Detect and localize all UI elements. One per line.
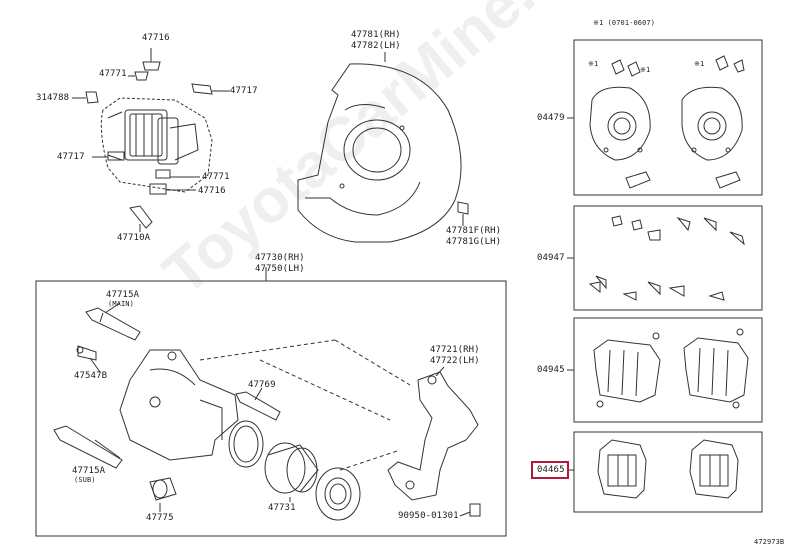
top-pad-assembly: [100, 97, 213, 193]
clip-47771-bottom: [155, 169, 200, 179]
label-kit-04945: 04945: [537, 365, 565, 375]
label-47710A: 47710A: [117, 233, 151, 243]
caliper-box: [35, 280, 507, 537]
label-47771-bottom: 47771: [202, 172, 230, 182]
kit-04945-parts: [593, 328, 749, 409]
label-47716-top: 47716: [142, 33, 170, 43]
pin-47769: [235, 391, 281, 421]
assembly-leader-lines: [199, 339, 411, 471]
note-x1-left: ※1: [588, 60, 599, 68]
label-shield-rh: 47781(RH): [351, 30, 401, 40]
label-47717-right: 47717: [230, 86, 258, 96]
bleeder-47547B: [76, 345, 97, 361]
label-kit-04947: 04947: [537, 253, 565, 263]
label-47547B: 47547B: [74, 371, 108, 381]
note-x1-mid: ※1: [640, 66, 651, 74]
label-47731: 47731: [268, 503, 296, 513]
label-caliper-rh: 47730(RH): [255, 253, 305, 263]
label-kit-04465[interactable]: 04465: [537, 465, 565, 475]
caliper-body: [119, 349, 239, 461]
kit-box-04479: [573, 39, 763, 196]
label-47775: 47775: [146, 513, 174, 523]
dust-shield: [297, 52, 469, 243]
label-47717-left: 47717: [57, 152, 85, 162]
label-sub-note: (SUB): [74, 476, 96, 484]
label-main-note: (MAIN): [108, 300, 134, 308]
piston-47731: [264, 442, 319, 494]
label-mount-rh: 47721(RH): [430, 345, 480, 355]
mounting-bracket: [387, 371, 481, 517]
note-x1-right: ※1: [694, 60, 705, 68]
kit-04465-parts: [597, 439, 739, 499]
label-47715A-main: 47715A: [106, 290, 140, 300]
guide-pin-sub: [53, 425, 123, 469]
caliper-leaders: [89, 302, 471, 517]
label-shield2-rh: 47781F(RH): [446, 226, 502, 236]
label-47716-bottom: 47716: [198, 186, 226, 196]
guide-pin-main: [85, 307, 141, 341]
label-shield-lh: 47782(LH): [351, 41, 401, 51]
clip-47717-left: [92, 151, 125, 161]
label-314788: 314788: [36, 93, 70, 103]
label-47771-top: 47771: [99, 69, 127, 79]
clip-47716-top: [142, 48, 161, 71]
kit-box-04465: [573, 431, 763, 513]
clip-314788: [72, 91, 99, 104]
clip-47771-top: [128, 71, 149, 81]
kit-04479-parts: [589, 55, 745, 189]
clip-47717-right: [191, 83, 230, 95]
highlight-04465[interactable]: [531, 461, 569, 479]
label-kit-04479: 04479: [537, 113, 565, 123]
label-caliper-lh: 47750(LH): [255, 264, 305, 274]
figure-code: 472973B: [754, 538, 785, 546]
label-47769: 47769: [248, 380, 276, 390]
boot-47775: [149, 477, 177, 501]
kit-box-04947: [573, 205, 763, 311]
label-mount-lh: 47722(LH): [430, 356, 480, 366]
clip-47716-bottom: [149, 183, 196, 195]
kit-04947-parts: [588, 215, 745, 301]
footnote: ※1 (0701-0607): [593, 19, 656, 27]
bolt-47710A: [129, 205, 153, 232]
label-shield2-lh: 47781G(LH): [446, 237, 502, 247]
piston-seal: [228, 420, 264, 468]
label-47715A-sub: 47715A: [72, 466, 106, 476]
dust-boot: [315, 467, 361, 521]
label-90950: 90950-01301: [398, 511, 459, 521]
